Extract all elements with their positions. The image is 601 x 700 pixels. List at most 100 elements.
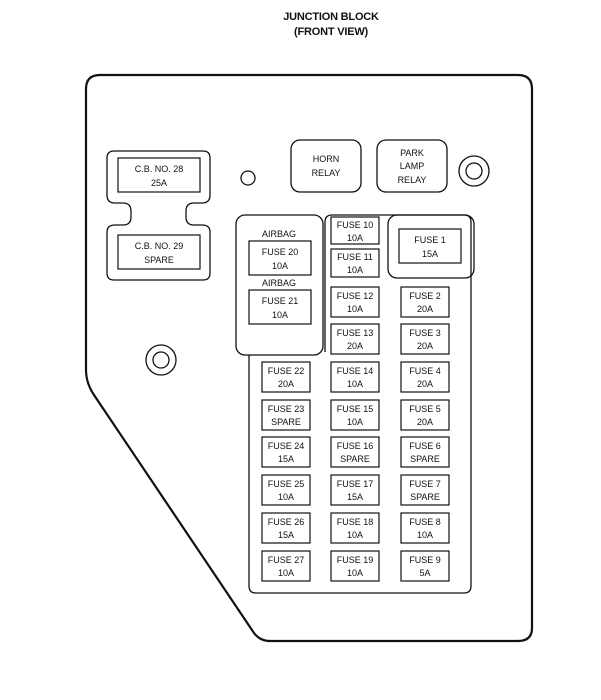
fuse-4-rating: 20A: [417, 379, 433, 389]
fuse-11-rating: 10A: [347, 265, 363, 275]
diagram-title: JUNCTION BLOCK: [283, 11, 379, 23]
fuse-17-rating: 15A: [347, 492, 363, 502]
mounting-bolt-left: [145, 344, 177, 376]
fuse-26-name: FUSE 26: [268, 517, 305, 527]
fuse-19-rating: 10A: [347, 568, 363, 578]
fuse-10-rating: 10A: [347, 233, 363, 243]
fuse-22-name: FUSE 22: [268, 366, 305, 376]
fuse-1-group: [387, 214, 475, 279]
fuse-11-name: FUSE 11: [337, 252, 373, 262]
fuse-24-name: FUSE 24: [268, 441, 305, 451]
cb-28-name: C.B. NO. 28: [135, 164, 184, 174]
fuse-26: [261, 512, 311, 544]
fuse-20-name: FUSE 20: [262, 247, 299, 257]
fuse-3: [400, 323, 450, 355]
fuse-2-rating: 20A: [417, 304, 433, 314]
fuse-panel-outline: [248, 214, 472, 594]
fuse-13-name: FUSE 13: [337, 328, 374, 338]
fuse-6: [400, 436, 450, 468]
fuse-4: [400, 361, 450, 393]
park-relay-line2: LAMP: [400, 161, 425, 171]
park-lamp-relay: [376, 139, 448, 193]
cb-29-name: C.B. NO. 29: [135, 241, 184, 251]
fuse-4-name: FUSE 4: [409, 366, 441, 376]
airbag-label-mid: AIRBAG: [262, 278, 296, 288]
circuit-breaker-29: [117, 234, 201, 270]
fuse-13-rating: 20A: [347, 341, 363, 351]
mounting-bolt-right: [458, 155, 490, 187]
fuse-18-rating: 10A: [347, 530, 363, 540]
fuse-9-name: FUSE 9: [409, 555, 441, 565]
fuse-15: [330, 399, 380, 431]
fuse-11: [330, 248, 380, 278]
fuse-5-rating: 20A: [417, 417, 433, 427]
mounting-hole-small: [240, 170, 256, 186]
airbag-label-top: AIRBAG: [262, 229, 296, 239]
cb-28-rating: 25A: [151, 178, 167, 188]
fuse-16-name: FUSE 16: [337, 441, 374, 451]
fuse-26-rating: 15A: [278, 530, 294, 540]
fuse-19: [330, 550, 380, 582]
circuit-breaker-housing: [106, 150, 211, 281]
fuse-2: [400, 286, 450, 318]
horn-relay: [290, 139, 362, 193]
airbag-fuse-group: [235, 214, 324, 356]
junction-block-outline: [84, 73, 534, 643]
fuse-5-name: FUSE 5: [409, 404, 441, 414]
fuse-25-rating: 10A: [278, 492, 294, 502]
fuse-24: [261, 436, 311, 468]
fuse-6-name: FUSE 6: [409, 441, 441, 451]
fuse-27: [261, 550, 311, 582]
fuse-7-name: FUSE 7: [409, 479, 441, 489]
fuse-25: [261, 474, 311, 506]
fuse-7-rating: SPARE: [410, 492, 440, 502]
fuse-23: [261, 399, 311, 431]
fuse-16: [330, 436, 380, 468]
fuse-8-name: FUSE 8: [409, 517, 441, 527]
fuse-14-rating: 10A: [347, 379, 363, 389]
fuse-1: [398, 228, 462, 264]
fuse-14-name: FUSE 14: [337, 366, 374, 376]
fuse-12-rating: 10A: [347, 304, 363, 314]
fuse-8: [400, 512, 450, 544]
fuse-3-name: FUSE 3: [409, 328, 441, 338]
fuse-2-name: FUSE 2: [409, 291, 441, 301]
fuse-12: [330, 286, 380, 318]
cb-29-rating: SPARE: [144, 255, 174, 265]
fuse-21: [248, 289, 312, 325]
horn-relay-line2: RELAY: [312, 168, 341, 178]
horn-relay-line1: HORN: [313, 154, 340, 164]
fuse-16-rating: SPARE: [340, 454, 370, 464]
fuse-14: [330, 361, 380, 393]
fuse-20-rating: 10A: [272, 261, 288, 271]
fuse-25-name: FUSE 25: [268, 479, 305, 489]
fuse-17-name: FUSE 17: [337, 479, 374, 489]
fuse-1-name: FUSE 1: [414, 235, 446, 245]
fuse-18-name: FUSE 18: [337, 517, 374, 527]
fuse-18: [330, 512, 380, 544]
fuse-22-rating: 20A: [278, 379, 294, 389]
mounting-bolt-right-inner: [465, 162, 483, 180]
fuse-23-name: FUSE 23: [268, 404, 305, 414]
fuse-21-name: FUSE 21: [262, 296, 299, 306]
fuse-9-rating: 5A: [419, 568, 430, 578]
fuse-13: [330, 323, 380, 355]
fuse-7: [400, 474, 450, 506]
park-relay-line1: PARK: [400, 148, 424, 158]
fuse-15-name: FUSE 15: [337, 404, 374, 414]
circuit-breaker-28: [117, 157, 201, 193]
fuse-1-rating: 15A: [422, 249, 438, 259]
fuse-15-rating: 10A: [347, 417, 363, 427]
fuse-17: [330, 474, 380, 506]
diagram-subtitle: (FRONT VIEW): [294, 26, 369, 38]
fuse-27-name: FUSE 27: [268, 555, 305, 565]
fuse-3-rating: 20A: [417, 341, 433, 351]
fuse-21-rating: 10A: [272, 310, 288, 320]
fuse-6-rating: SPARE: [410, 454, 440, 464]
fuse-23-rating: SPARE: [271, 417, 301, 427]
fuse-22: [261, 361, 311, 393]
fuse-8-rating: 10A: [417, 530, 433, 540]
park-relay-line3: RELAY: [398, 175, 427, 185]
fuse-10: [330, 216, 380, 245]
